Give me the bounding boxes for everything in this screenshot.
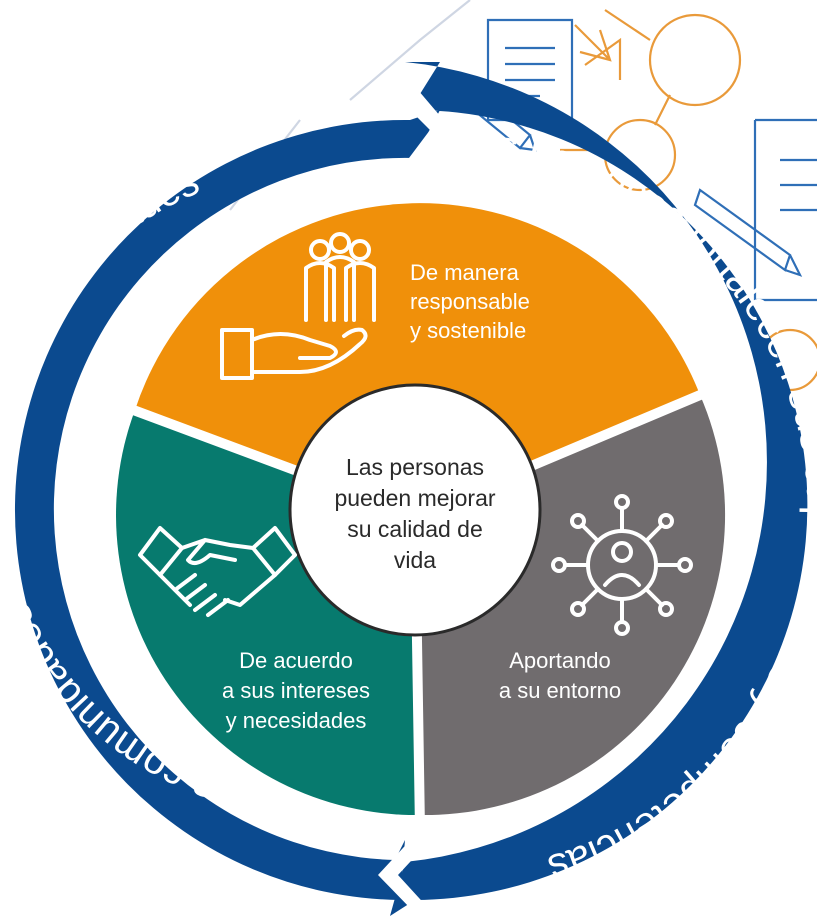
segment-teal-label: De acuerdo a sus intereses y necesidades [222, 648, 370, 733]
center-line: Las personas [346, 454, 484, 480]
center-line: su calidad de [347, 516, 483, 542]
center-line: pueden mejorar [334, 485, 495, 511]
segment-orange-line: y sostenible [410, 318, 526, 343]
center-circle [288, 383, 542, 637]
segment-gray-line: Aportando [509, 648, 611, 673]
segment-orange-label: De manera responsable y sostenible [410, 260, 530, 343]
inner-pie [116, 203, 726, 831]
center-line: vida [394, 547, 436, 573]
deco-node-circle [648, 13, 742, 107]
segment-teal-line: a sus intereses [222, 678, 370, 703]
outer-ring [14, 62, 808, 916]
ring-chevron-bottom [378, 835, 435, 910]
segment-orange-line: responsable [410, 289, 530, 314]
hand-holding-people-icon [220, 232, 376, 380]
network-person-icon [551, 494, 693, 636]
deco-arrow [574, 24, 612, 62]
segment-orange-line: De manera [410, 260, 520, 285]
segment-gray-label: Aportando a su entorno [499, 648, 621, 703]
ring-band-personas [390, 62, 808, 916]
handshake-icon [138, 526, 297, 617]
segment-gray-line: a su entorno [499, 678, 621, 703]
segment-teal-line: y necesidades [226, 708, 367, 733]
deco-connector [560, 9, 671, 152]
center-label: Las personas pueden mejorar su calidad d… [334, 454, 495, 573]
segment-teal-line: De acuerdo [239, 648, 353, 673]
deco-document-icon [753, 118, 817, 302]
deco-pencil-icon [693, 188, 803, 277]
ring-chevron-top [390, 90, 452, 170]
segment-orange [135, 203, 700, 515]
